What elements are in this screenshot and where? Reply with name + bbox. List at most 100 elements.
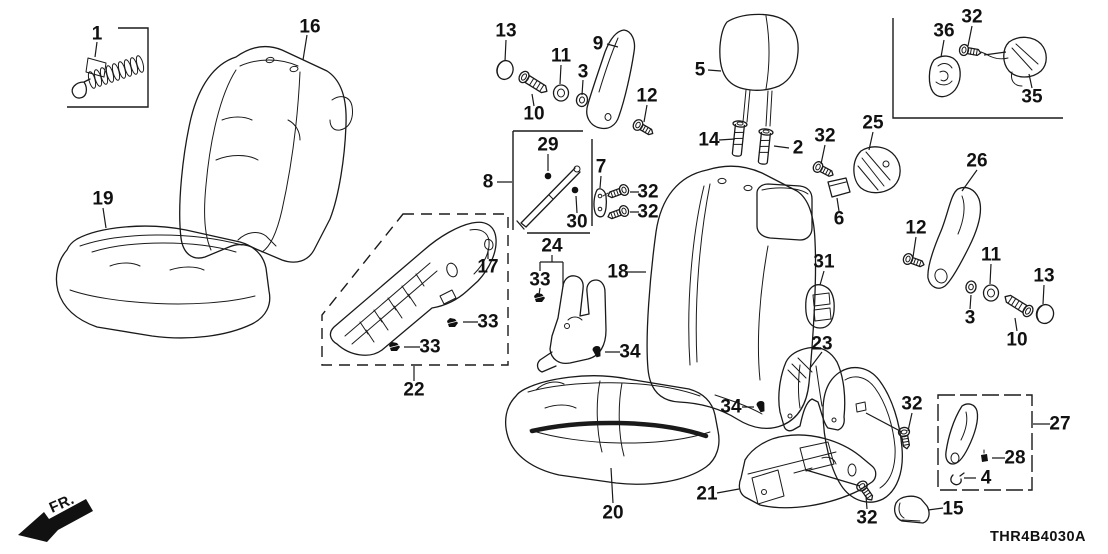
callout-34: 34: [619, 342, 641, 363]
fr-arrow-icon: [18, 499, 93, 542]
part-32-screw: [897, 425, 914, 451]
callout-12: 12: [905, 218, 926, 239]
callout-32: 32: [814, 126, 835, 147]
callout-11: 11: [551, 46, 572, 67]
callout-21: 21: [696, 484, 718, 505]
part-24-bracket: [536, 275, 607, 373]
part-16-seatback-cover: [179, 45, 353, 263]
box-part-22: [321, 213, 509, 366]
part-28-clip: [981, 449, 988, 462]
box-parts-35-36: [892, 18, 1063, 119]
part-19-cushion-cover: [55, 225, 277, 339]
part-22-side-panel: [329, 221, 497, 356]
callout-13: 13: [495, 21, 516, 42]
part-32-screw: [605, 182, 631, 202]
callout-1: 1: [92, 24, 103, 45]
callout-3: 3: [578, 62, 589, 83]
part-31-lock: [805, 284, 835, 329]
part-12-screw: [630, 117, 657, 139]
part-8-rod: [516, 165, 581, 230]
callout-12: 12: [636, 86, 657, 107]
callout-24: 24: [541, 236, 563, 257]
callout-5: 5: [695, 60, 706, 81]
diagram-code: THR4B4030A: [990, 529, 1086, 545]
callout-33: 33: [477, 312, 498, 333]
part-23-recliner-bracket: [778, 346, 846, 432]
callout-23: 23: [811, 334, 832, 355]
callout-20: 20: [602, 503, 623, 524]
part-21-side-cover: [738, 434, 877, 509]
callout-35: 35: [1021, 87, 1043, 108]
part-3-ring: [965, 280, 977, 294]
part-10-bolt: [516, 68, 551, 98]
part-20-cushion: [505, 375, 720, 485]
callout-15: 15: [942, 499, 964, 520]
callout-36: 36: [933, 21, 954, 42]
part-15-cap: [894, 495, 930, 524]
callout-4: 4: [981, 468, 992, 489]
part-2-headrest-guide: [755, 127, 774, 166]
callout-17: 17: [477, 257, 498, 278]
callout-19: 19: [92, 189, 113, 210]
fr-direction-arrow: FR.: [18, 491, 93, 542]
callout-27: 27: [1049, 414, 1070, 435]
part-1-spring: [71, 55, 145, 99]
box-part-27: [937, 394, 1033, 491]
callout-28: 28: [1004, 448, 1025, 469]
part-32-screw: [605, 203, 631, 223]
box-part-8: [512, 130, 593, 234]
callout-26: 26: [966, 151, 987, 172]
part-13-cap: [1035, 303, 1055, 325]
part-18-seatback: [646, 165, 817, 430]
part-13-cap: [496, 59, 514, 81]
part-29-grommet: [544, 172, 552, 180]
callout-32: 32: [637, 182, 658, 203]
part-27-trim: [945, 403, 979, 465]
part-7-link: [593, 188, 609, 218]
callout-32: 32: [637, 202, 658, 223]
part-11-bushing: [552, 84, 570, 102]
part-35-cover: [980, 36, 1047, 87]
callout-22: 22: [403, 380, 424, 401]
callout-32: 32: [901, 394, 922, 415]
part-33-clip: [445, 317, 459, 328]
group-boxes: [67, 18, 1063, 491]
callout-32: 32: [961, 7, 982, 28]
callout-30: 30: [566, 212, 587, 233]
callout-10: 10: [1006, 330, 1027, 351]
callout-11: 11: [981, 245, 1002, 266]
part-9-recliner-trim: [586, 29, 636, 130]
callout-31: 31: [813, 252, 835, 273]
callout-8: 8: [483, 172, 494, 193]
callout-9: 9: [593, 34, 604, 55]
part-34-clip: [755, 400, 767, 413]
callout-18: 18: [607, 262, 628, 283]
callout-34: 34: [720, 397, 742, 418]
part-32-screw: [810, 159, 837, 181]
part-25-lock-assy: [853, 146, 901, 194]
part-23-shield-cover: [822, 366, 903, 503]
part-3-ring: [575, 92, 589, 108]
callout-13: 13: [1033, 266, 1054, 287]
part-6-clip: [827, 177, 851, 198]
part-34-clip: [591, 345, 603, 358]
callout-6: 6: [834, 209, 845, 230]
callout-14: 14: [698, 130, 720, 151]
part-10-bolt: [1001, 290, 1036, 320]
part-30-grommet: [571, 186, 579, 194]
part-26-armrest: [927, 186, 982, 289]
callout-7: 7: [596, 157, 607, 178]
callout-3: 3: [965, 308, 976, 329]
callout-33: 33: [529, 270, 550, 291]
leader-lines: [94, 25, 1050, 511]
part-32-screw: [957, 43, 983, 60]
part-5-headrest: [719, 13, 799, 127]
part-36-guide: [928, 55, 961, 98]
callout-16: 16: [299, 17, 320, 38]
callout-2: 2: [793, 138, 804, 159]
callout-33: 33: [419, 337, 440, 358]
part-4-clip: [950, 472, 965, 486]
box-part-1: [67, 27, 149, 108]
